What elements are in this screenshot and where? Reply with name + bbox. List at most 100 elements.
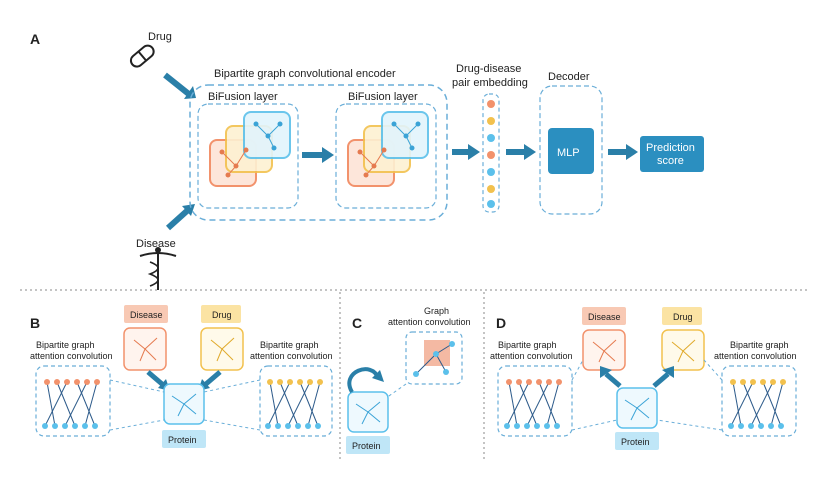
caduceus-icon (139, 247, 177, 290)
b-disease-label: Disease (130, 310, 163, 320)
b-protein-graph-edges (171, 393, 197, 417)
disease-input-arrowhead (182, 204, 195, 216)
d-drug-label: Drug (673, 312, 693, 322)
d-right-connector-2 (656, 419, 723, 431)
panel-a-label: A (30, 31, 40, 47)
c-protein-box (346, 436, 390, 454)
b-right-bipartite-box (259, 365, 333, 437)
mlp-label: MLP (557, 147, 580, 159)
pair-embedding-box (482, 93, 500, 213)
d-drug-graph (661, 329, 705, 371)
d-disease-label: Disease (588, 312, 621, 322)
b-left-caption-2: attention convolution (30, 351, 113, 361)
prediction-label-2: score (657, 155, 684, 167)
b-left-caption-1: Bipartite graph (36, 340, 95, 350)
b-right-caption-2: attention convolution (250, 351, 333, 361)
drug-input-arrow (163, 72, 192, 98)
d-right-top-nodes (730, 379, 786, 385)
drug-label: Drug (148, 31, 172, 43)
encoder-title: Bipartite graph convolutional encoder (214, 68, 396, 80)
c-connector (385, 383, 407, 399)
panel-b-label: B (30, 315, 40, 331)
d-drug-graph-edges (671, 339, 696, 363)
bifusion-layer-2-graphs (347, 111, 429, 187)
d-drug-box (662, 307, 702, 325)
b-drug-label: Drug (212, 310, 232, 320)
bifusion-layer-1-box (197, 103, 299, 209)
d-disease-graph (582, 329, 626, 371)
d-left-connector-2 (571, 419, 618, 431)
drug-input-arrowhead (184, 86, 196, 99)
b-right-caption-1: Bipartite graph (260, 340, 319, 350)
d-disease-graph-edges (592, 339, 617, 363)
c-self-loop-arrowhead (372, 370, 384, 382)
d-right-bottom-nodes (728, 423, 784, 429)
c-caption-2: attention convolution (388, 317, 471, 327)
pair-embedding-vector (487, 100, 495, 208)
b-disease-box (124, 305, 168, 323)
pair-embedding-label-1: Drug-disease (456, 63, 521, 75)
c-protein-label: Protein (352, 441, 381, 451)
embedding-out-arrowhead (524, 144, 536, 160)
encoder-out-arrowhead (468, 144, 480, 160)
b-left-bipartite-edges (44, 381, 98, 427)
d-left-bipartite-edges (506, 381, 560, 427)
panel-d-label: D (496, 315, 506, 331)
d-right-bipartite-box (721, 365, 797, 437)
b-right-connector-2 (203, 419, 261, 431)
decoder-box (539, 85, 603, 215)
mlp-box (548, 128, 594, 174)
d-left-connector-1 (571, 359, 584, 381)
bifusion-layer-1-graphs (209, 111, 291, 187)
b-right-bottom-nodes (265, 423, 321, 429)
b-left-bottom-nodes (42, 423, 98, 429)
c-graph-nodes (413, 341, 455, 377)
pair-embedding-label-2: pair embedding (452, 77, 528, 89)
c-graph-box (405, 331, 463, 385)
disease-label: Disease (136, 238, 176, 250)
b-disease-arrow (146, 370, 164, 386)
d-protein-label: Protein (621, 437, 650, 447)
b-protein-label: Protein (168, 435, 197, 445)
d-disease-box (582, 307, 626, 325)
b-left-top-nodes (44, 379, 100, 385)
decoder-out-arrowhead (626, 144, 638, 160)
b-disease-graph-edges (133, 337, 158, 362)
c-protein-graph-edges (355, 401, 381, 425)
layer-arrowhead (322, 147, 334, 163)
b-right-bipartite-edges (267, 381, 321, 427)
d-protein-box (615, 432, 659, 450)
d-left-caption-2: attention convolution (490, 351, 573, 361)
decoder-label: Decoder (548, 71, 590, 83)
encoder-box (189, 84, 448, 221)
drug-pill-icon (129, 44, 155, 68)
panel-c-label: C (352, 315, 362, 331)
b-left-connector-2 (109, 419, 165, 431)
d-drug-arrow (652, 372, 670, 388)
d-right-bipartite-edges (730, 381, 784, 427)
d-left-caption-1: Bipartite graph (498, 340, 557, 350)
d-right-caption-2: attention convolution (714, 351, 797, 361)
bifusion-layer-2-box (335, 103, 437, 209)
b-protein-box (162, 430, 206, 448)
d-left-bipartite-box (497, 365, 573, 437)
d-disease-arrowhead (600, 366, 612, 378)
d-disease-arrow (604, 372, 622, 388)
b-left-bipartite-box (35, 365, 111, 437)
b-drug-graph-edges (210, 337, 235, 362)
disease-input-arrow (165, 207, 191, 231)
bifusion-layer-2-label: BiFusion layer (348, 91, 418, 103)
d-drug-arrowhead (662, 366, 674, 378)
d-right-caption-1: Bipartite graph (730, 340, 789, 350)
d-right-connector-1 (703, 359, 723, 381)
prediction-score-box (640, 136, 704, 172)
b-drug-box (201, 305, 241, 323)
b-drug-arrow (204, 370, 222, 386)
c-self-loop-arrow (347, 367, 380, 394)
bifusion-layer-1-label: BiFusion layer (208, 91, 278, 103)
c-graph-edges (415, 343, 453, 375)
c-caption-1: Graph (424, 306, 449, 316)
d-left-top-nodes (506, 379, 562, 385)
d-protein-graph-edges (624, 397, 650, 421)
d-left-bottom-nodes (504, 423, 560, 429)
